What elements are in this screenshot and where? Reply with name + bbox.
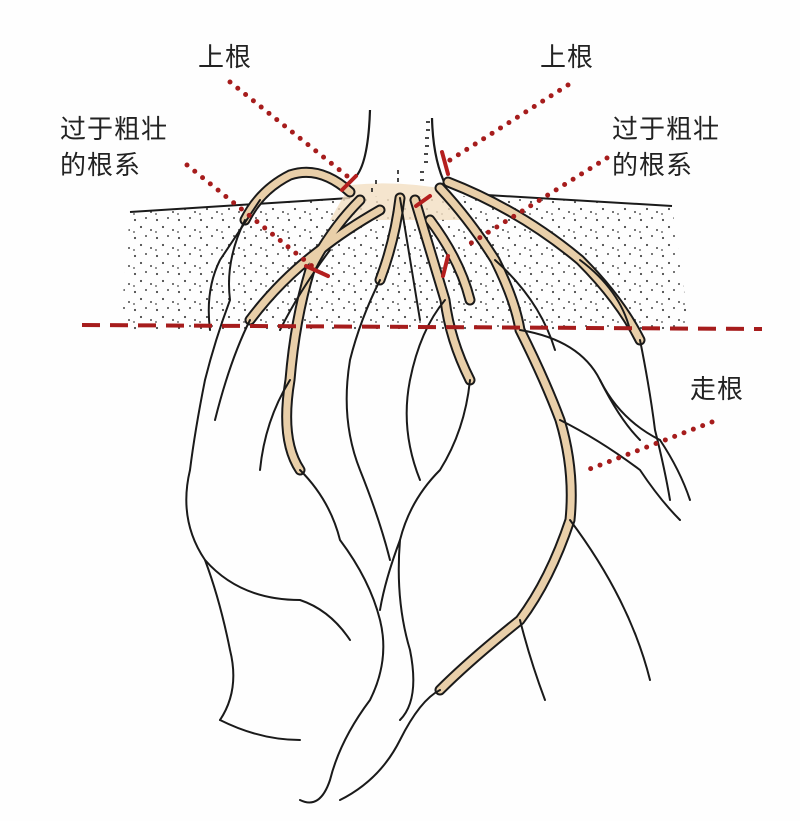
leader-upper-root-right xyxy=(444,82,571,165)
label-upper-root-left: 上根 xyxy=(198,40,252,76)
label-running-root: 走根 xyxy=(690,372,744,408)
leader-thick-root-left xyxy=(184,162,316,270)
label-text-line2: 的根系 xyxy=(60,151,142,181)
leader-running-root xyxy=(579,419,715,475)
label-text: 走根 xyxy=(690,375,745,405)
soil-boundary-dashed-line xyxy=(81,323,763,331)
label-text: 上根 xyxy=(198,43,253,73)
label-text-line1: 过于粗壮 xyxy=(612,115,721,145)
label-text-line1: 过于粗壮 xyxy=(60,115,169,145)
marker-ticks xyxy=(304,150,450,278)
label-thick-root-left: 过于粗壮 的根系 xyxy=(60,112,168,184)
label-text-line2: 的根系 xyxy=(612,151,694,181)
fine-roots xyxy=(185,197,691,804)
leader-upper-root-left xyxy=(227,79,355,183)
label-thick-root-right: 过于粗壮 的根系 xyxy=(612,112,720,184)
leader-lines xyxy=(184,79,715,475)
label-upper-root-right: 上根 xyxy=(540,40,594,76)
label-text: 上根 xyxy=(540,43,595,73)
leader-thick-root-right xyxy=(465,155,610,248)
